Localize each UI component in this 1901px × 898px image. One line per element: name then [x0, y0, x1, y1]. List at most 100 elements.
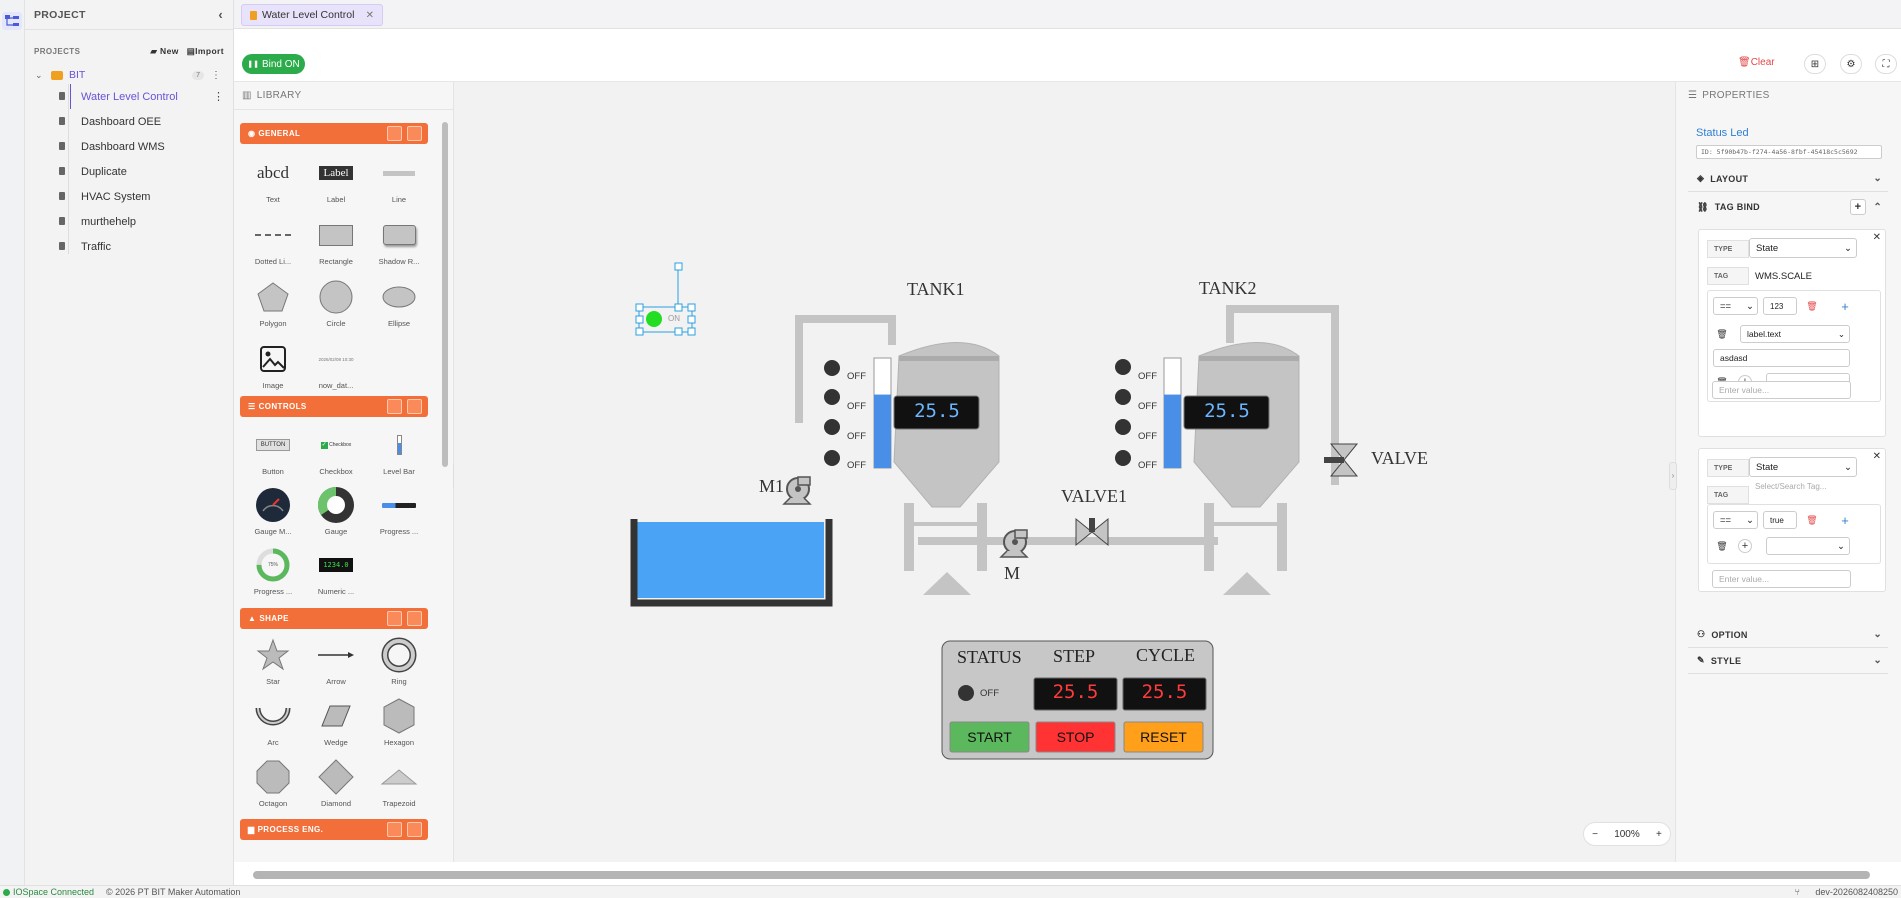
category-shape[interactable]: ▲SHAPE	[240, 608, 428, 629]
add-icon[interactable]: +	[1841, 298, 1849, 314]
folder-more-icon[interactable]: ⋮	[211, 69, 221, 81]
expand-handle[interactable]: ›	[1669, 462, 1677, 490]
lib-item-rectangle[interactable]: Rectangle	[306, 218, 366, 268]
section-tag-bind[interactable]: ⛓TAG BIND+⌃	[1688, 194, 1888, 220]
zoom-out-button[interactable]: −	[1592, 828, 1598, 840]
lib-item-octagon[interactable]: Octagon	[243, 760, 303, 810]
import-icon[interactable]	[387, 399, 402, 414]
trash-icon[interactable]: 🗑	[1806, 300, 1818, 311]
reset-button[interactable]: RESET	[1140, 729, 1187, 745]
condition-value-input[interactable]: 123	[1763, 297, 1797, 315]
lib-item-hexagon[interactable]: Hexagon	[369, 698, 429, 749]
folder-bit[interactable]: ⌄ BIT 7 ⋮	[25, 64, 233, 86]
lib-item-progress-bar[interactable]: Progress ...	[369, 488, 429, 538]
lib-item-arc[interactable]: Arc	[243, 699, 303, 749]
remove-bind-icon[interactable]: ✕	[1872, 451, 1881, 462]
lib-item-ring[interactable]: Ring	[369, 637, 429, 688]
file-item[interactable]: Dashboard WMS	[25, 134, 234, 159]
lib-item-dotted-line[interactable]: Dotted Li...	[243, 218, 303, 268]
add-icon[interactable]: +	[1738, 539, 1752, 553]
bind-toggle-button[interactable]: ❚❚Bind ON	[242, 54, 305, 74]
operator-select[interactable]: ==⌄	[1713, 511, 1758, 529]
zoom-in-button[interactable]: +	[1656, 828, 1662, 840]
import-project-button[interactable]: ▤Import	[187, 46, 224, 57]
category-general[interactable]: ◉GENERAL	[240, 123, 428, 144]
fullscreen-button[interactable]: ⛶	[1875, 54, 1897, 74]
lib-item-image[interactable]: Image	[243, 342, 303, 392]
category-process-eng[interactable]: ▆PROCESS ENG.	[240, 819, 428, 840]
file-item[interactable]: Dashboard OEE	[25, 109, 234, 134]
trash-icon[interactable]: 🗑	[1716, 328, 1728, 339]
type-select[interactable]: State⌄	[1749, 238, 1857, 258]
import-icon[interactable]	[387, 611, 402, 626]
canvas-hscrollbar[interactable]	[250, 870, 1880, 880]
section-style[interactable]: ✎STYLE⌄	[1688, 648, 1888, 674]
lib-item-shadow-rect[interactable]: Shadow R...	[369, 218, 429, 268]
file-item[interactable]: Traffic	[25, 234, 234, 259]
tools-icon[interactable]	[407, 822, 422, 837]
file-item[interactable]: Duplicate	[25, 159, 234, 184]
lib-item-circle[interactable]: Circle	[306, 280, 366, 330]
file-more-icon[interactable]: ⋮	[213, 91, 224, 103]
file-item[interactable]: Water Level Control⋮	[25, 84, 234, 109]
grid-toggle-button[interactable]: ⊞	[1804, 54, 1826, 74]
trash-icon[interactable]: 🗑	[1806, 514, 1818, 525]
type-select[interactable]: State⌄	[1749, 457, 1857, 477]
condition-value-input[interactable]: true	[1763, 511, 1797, 529]
lib-item-gauge-meter[interactable]: Gauge M...	[243, 488, 303, 538]
remove-bind-icon[interactable]: ✕	[1872, 232, 1881, 243]
file-item[interactable]: murthehelp	[25, 209, 234, 234]
start-button[interactable]: START	[967, 729, 1012, 745]
new-project-button[interactable]: ▰ New	[150, 46, 178, 57]
operator-select[interactable]: ==⌄	[1713, 297, 1758, 315]
tools-icon[interactable]	[407, 611, 422, 626]
project-tree-icon[interactable]	[2, 12, 22, 30]
trash-icon[interactable]: 🗑	[1716, 540, 1728, 551]
lib-item-arrow[interactable]: Arrow	[306, 638, 366, 688]
import-icon[interactable]	[387, 126, 402, 141]
lib-item-star[interactable]: Star	[243, 638, 303, 688]
empty-select[interactable]: ⌄	[1766, 537, 1850, 555]
lib-item-ellipse[interactable]: Ellipse	[369, 280, 429, 330]
section-layout[interactable]: ◈LAYOUT⌄	[1688, 166, 1888, 192]
category-controls[interactable]: ☰CONTROLS	[240, 396, 428, 417]
scroll-thumb[interactable]	[253, 871, 1870, 879]
enter-value-input[interactable]: Enter value...	[1712, 381, 1851, 399]
collapse-chevron-icon[interactable]: ‹	[218, 7, 223, 22]
scroll-thumb[interactable]	[442, 122, 448, 467]
tag-search-input[interactable]: Select/Search Tag...	[1755, 482, 1827, 491]
chevron-down-icon[interactable]: ⌄	[35, 69, 43, 80]
close-icon[interactable]: ✕	[365, 9, 374, 21]
lib-item-gauge[interactable]: Gauge	[306, 486, 366, 538]
section-option[interactable]: ⚇OPTION⌄	[1688, 622, 1888, 648]
target-text-input[interactable]: asdasd	[1713, 349, 1850, 367]
lib-item-progress-ring[interactable]: 75%Progress ...	[243, 548, 303, 598]
target-select[interactable]: label.text⌄	[1740, 325, 1850, 343]
import-icon[interactable]	[387, 822, 402, 837]
lib-item-level-bar[interactable]: Level Bar	[369, 428, 429, 478]
stop-button[interactable]: STOP	[1056, 729, 1095, 745]
lib-item-diamond[interactable]: Diamond	[306, 759, 366, 810]
add-bind-button[interactable]: +	[1850, 199, 1866, 215]
lib-item-trapezoid[interactable]: Trapezoid	[369, 760, 429, 810]
lib-item-wedge[interactable]: Wedge	[306, 699, 366, 749]
lib-item-line[interactable]: Line	[369, 156, 429, 206]
tag-field[interactable]: WMS.SCALE	[1749, 266, 1857, 286]
file-item[interactable]: HVAC System	[25, 184, 234, 209]
tab-water-level-control[interactable]: Water Level Control ✕	[241, 4, 383, 26]
lib-item-polygon[interactable]: Polygon	[243, 280, 303, 330]
tools-icon[interactable]	[407, 399, 422, 414]
clear-button[interactable]: 🗑Clear	[1738, 57, 1775, 68]
add-icon[interactable]: +	[1841, 512, 1849, 528]
tools-icon[interactable]	[407, 126, 422, 141]
settings-button[interactable]: ⚙	[1840, 54, 1862, 74]
library-scrollbar[interactable]	[442, 112, 448, 852]
enter-value-input[interactable]: Enter value...	[1712, 570, 1851, 588]
